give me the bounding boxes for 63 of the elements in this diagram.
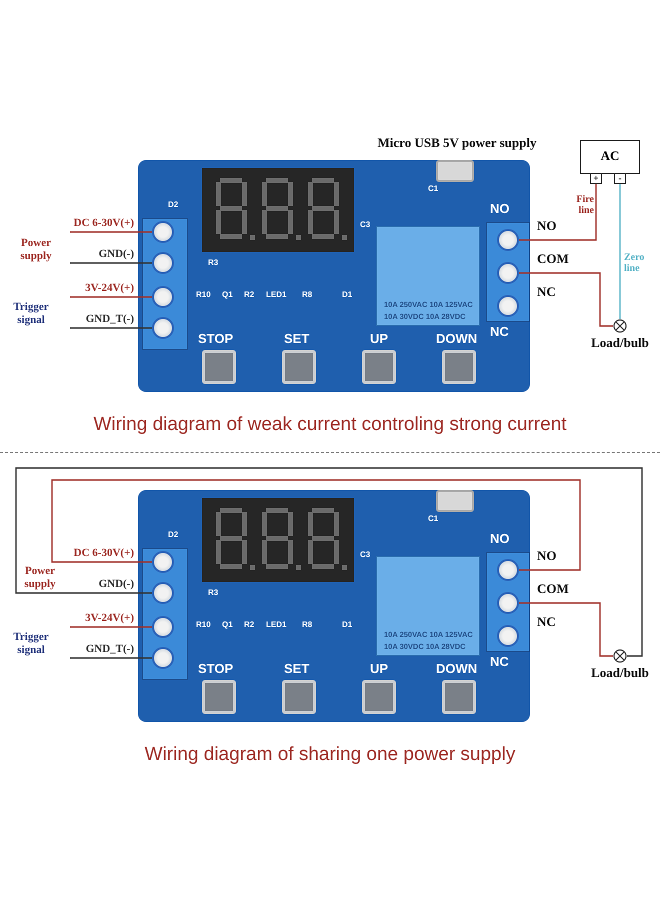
silkscreen-label: LED1 xyxy=(266,620,286,629)
button-label: STOP xyxy=(198,661,234,676)
silkscreen-label: D1 xyxy=(342,620,352,629)
button-label: UP xyxy=(370,331,388,346)
wire xyxy=(15,467,643,657)
silkscreen-label: R3 xyxy=(208,258,218,267)
silkscreen-label: R3 xyxy=(208,588,218,597)
silkscreen-label: Q1 xyxy=(222,620,233,629)
silkscreen-label: NC xyxy=(490,324,509,339)
silkscreen-label: R10 xyxy=(196,290,211,299)
wire xyxy=(519,184,597,241)
silkscreen-label: C3 xyxy=(360,220,370,229)
wire xyxy=(70,296,152,298)
caption: Wiring diagram of sharing one power supply xyxy=(144,744,516,766)
group-label: Trigger signal xyxy=(12,301,50,327)
wire xyxy=(619,184,621,319)
silkscreen-label: R8 xyxy=(302,290,312,299)
button-label: SET xyxy=(284,331,310,346)
button-label: UP xyxy=(370,661,388,676)
silkscreen-label: NO xyxy=(490,201,510,216)
wire xyxy=(70,231,152,233)
button-label: DOWN xyxy=(436,661,478,676)
silkscreen-label: NC xyxy=(490,654,509,669)
group-label: Trigger signal xyxy=(12,631,50,657)
silkscreen-label: NO xyxy=(490,531,510,546)
terminal-label: NC xyxy=(537,614,557,630)
load-label: Load/bulb xyxy=(590,335,650,351)
wire xyxy=(519,602,613,657)
power-source-box: AC xyxy=(580,140,640,174)
power-terminal: + xyxy=(590,173,602,184)
silkscreen-label: C1 xyxy=(428,184,438,193)
button-label: STOP xyxy=(198,331,234,346)
group-label: Power supply xyxy=(19,237,53,263)
wire xyxy=(70,327,152,329)
silkscreen-label: R8 xyxy=(302,620,312,629)
caption: Wiring diagram of weak current controling strong current xyxy=(92,414,568,436)
terminal-label: COM xyxy=(537,581,570,597)
button-label: SET xyxy=(284,661,310,676)
silkscreen-label: R2 xyxy=(244,620,254,629)
wire xyxy=(70,626,152,628)
wire xyxy=(70,657,152,659)
silkscreen-label: D2 xyxy=(168,200,178,209)
wire xyxy=(51,479,581,571)
group-label: Power supply xyxy=(23,565,57,591)
power-terminal: - xyxy=(614,173,626,184)
usb-port xyxy=(436,490,474,512)
silkscreen-label: R10 xyxy=(196,620,211,629)
button-label: DOWN xyxy=(436,331,478,346)
silkscreen-label: D2 xyxy=(168,530,178,539)
terminal-label: NC xyxy=(537,284,557,300)
wire xyxy=(70,262,152,264)
silkscreen-label: D1 xyxy=(342,290,352,299)
terminal-label: COM xyxy=(537,251,570,267)
port-label: Micro USB 5V power supply xyxy=(376,135,538,151)
load-label: Load/bulb xyxy=(590,665,650,681)
silkscreen-label: C1 xyxy=(428,514,438,523)
terminal-label: NO xyxy=(537,548,558,564)
wire xyxy=(519,272,613,327)
silkscreen-label: R2 xyxy=(244,290,254,299)
silkscreen-label: C3 xyxy=(360,550,370,559)
silkscreen-label: LED1 xyxy=(266,290,286,299)
terminal-label: NO xyxy=(537,218,558,234)
silkscreen-label: Q1 xyxy=(222,290,233,299)
